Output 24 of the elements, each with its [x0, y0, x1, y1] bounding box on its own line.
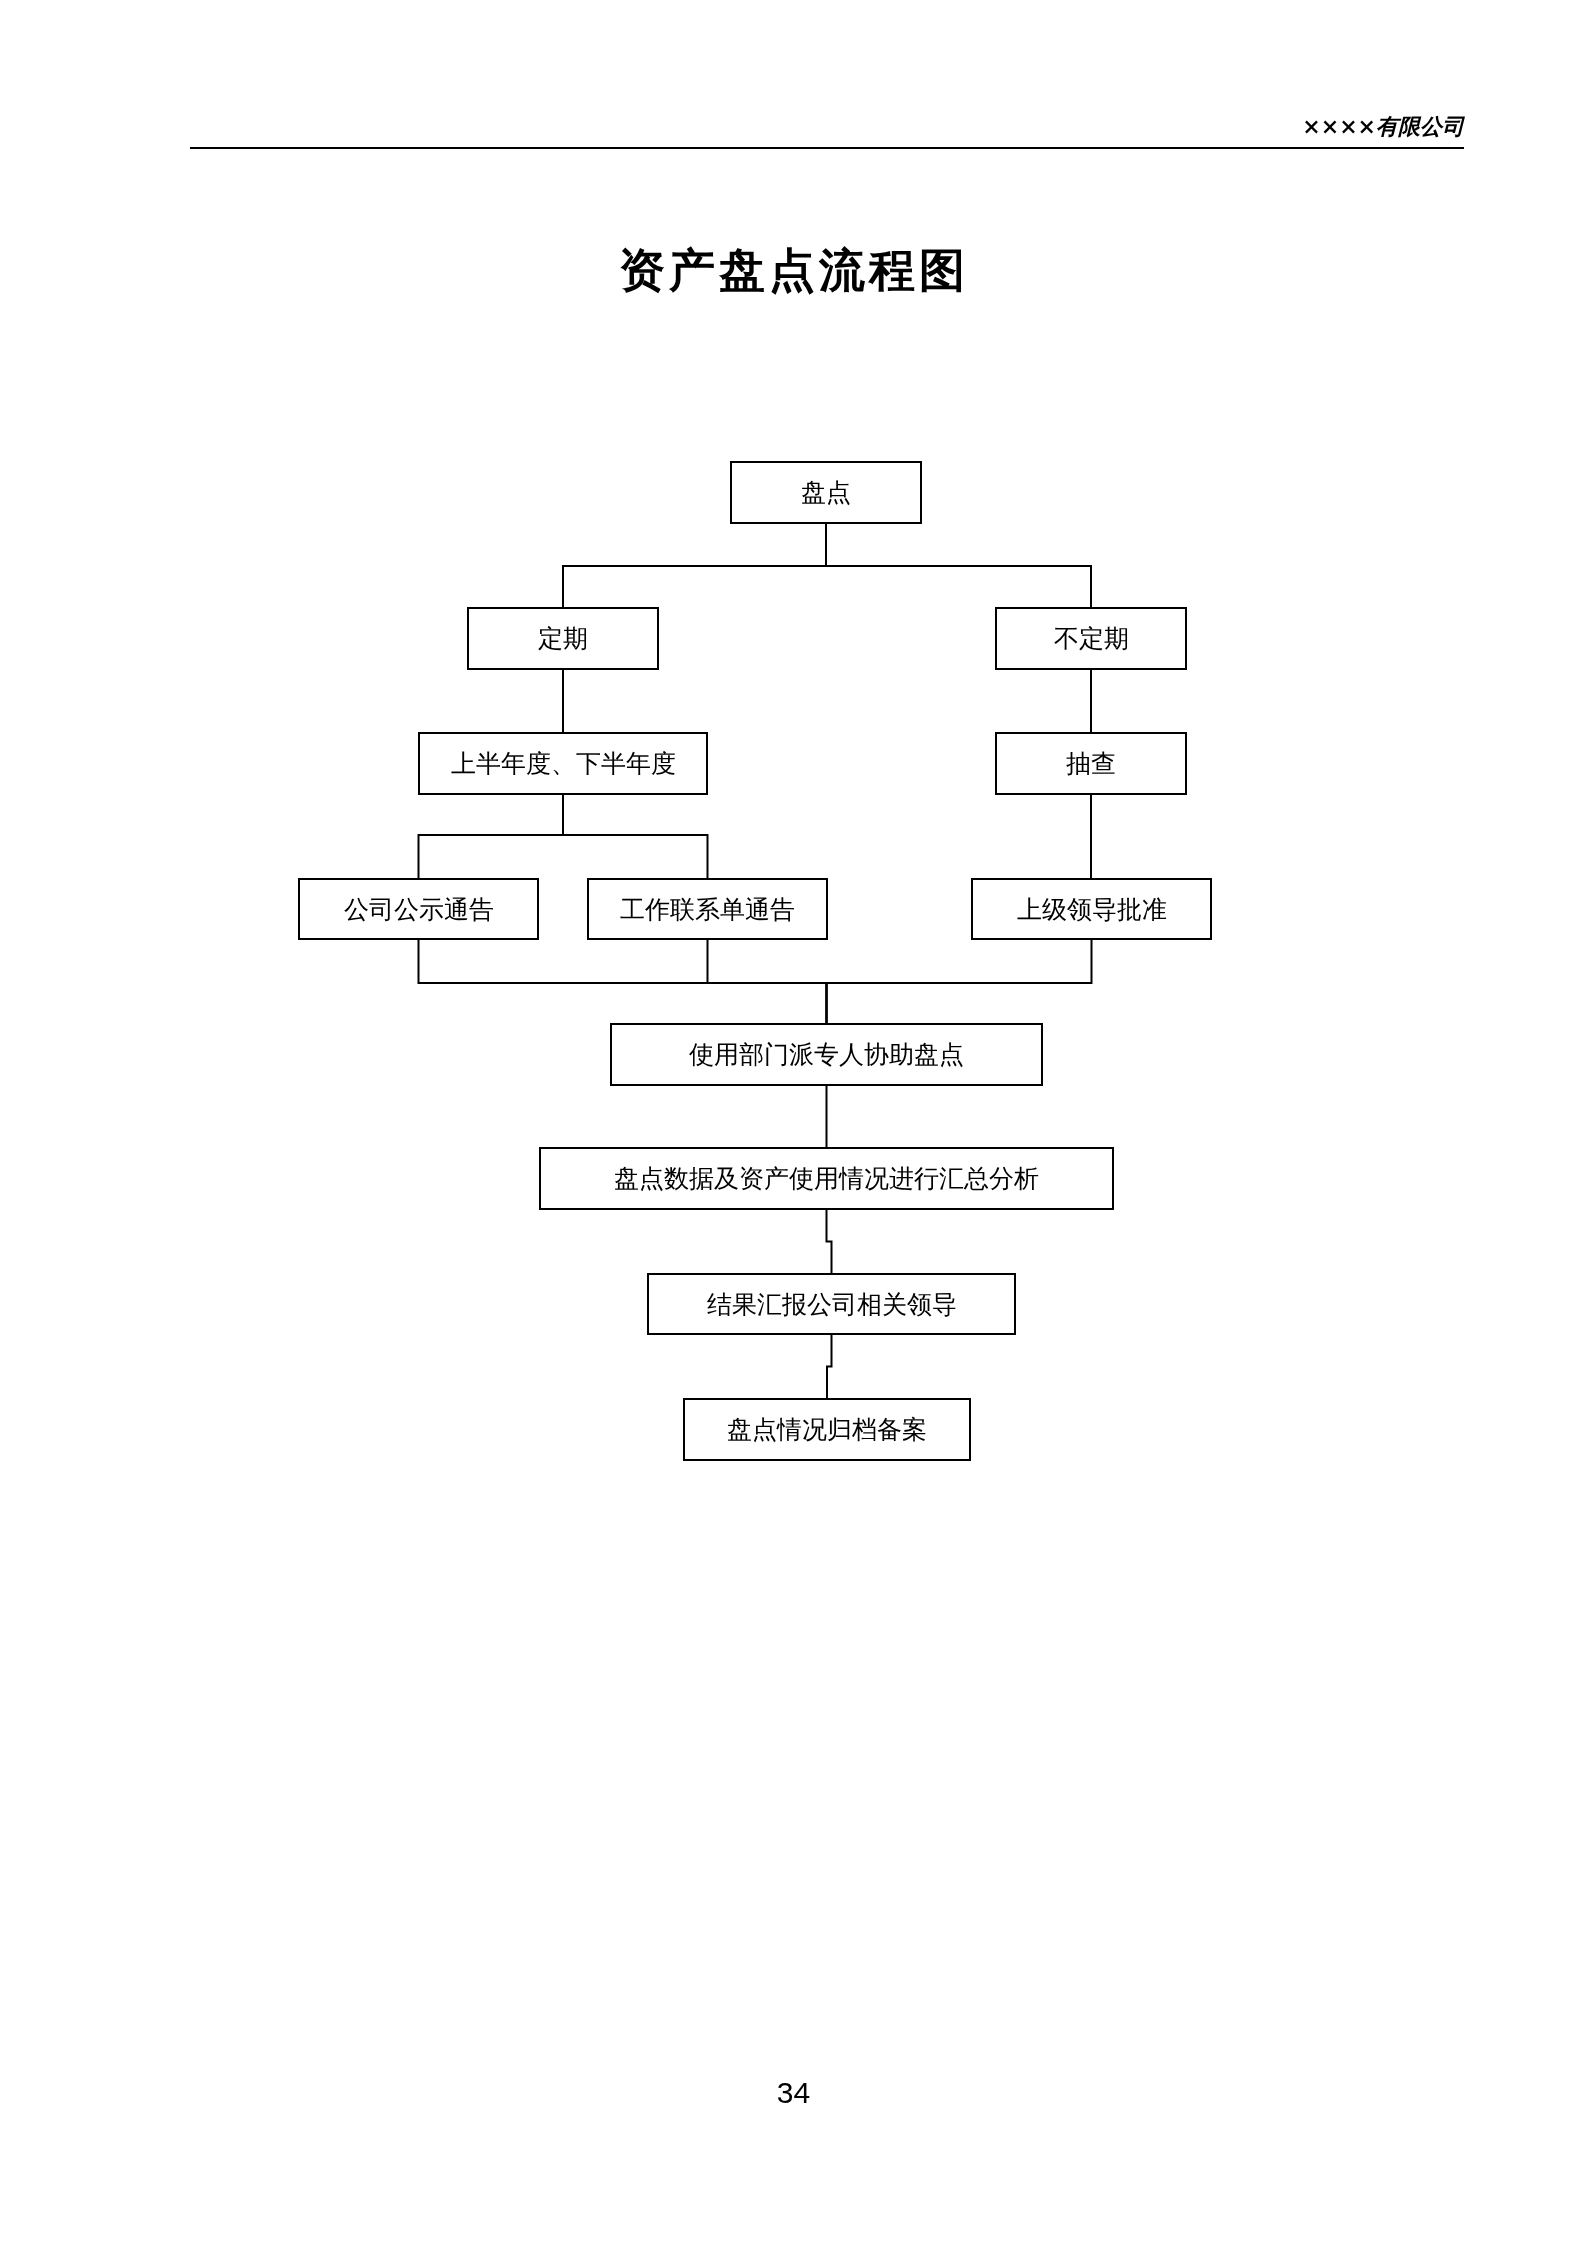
connector-line [825, 939, 1093, 1024]
process-box: 不定期 [995, 607, 1187, 670]
process-box: 结果汇报公司相关领导 [647, 1273, 1016, 1335]
connector-line [1090, 669, 1092, 733]
connector-line [825, 1209, 833, 1274]
connector-line [562, 669, 564, 733]
process-box: 上半年度、下半年度 [418, 732, 708, 795]
connector-line [825, 1085, 828, 1148]
process-box: 盘点数据及资产使用情况进行汇总分析 [539, 1147, 1114, 1210]
process-box: 公司公示通告 [298, 878, 539, 940]
page-number: 34 [776, 2076, 811, 2109]
process-box: 抽查 [995, 732, 1187, 795]
title: 资产盘点流程图 [618, 243, 969, 297]
connector-line [562, 794, 709, 879]
connector-line [1090, 794, 1092, 879]
process-box: 工作联系单通告 [587, 878, 828, 940]
connector-line [825, 523, 1092, 608]
process-box: 使用部门派专人协助盘点 [610, 1023, 1043, 1086]
process-box: 定期 [467, 607, 659, 670]
process-box: 盘点 [730, 461, 922, 524]
process-box: 盘点情况归档备案 [683, 1398, 971, 1461]
header-text: ××××有限公司 [1302, 113, 1464, 139]
connector-line [826, 1334, 833, 1399]
process-box: 上级领导批准 [971, 878, 1212, 940]
